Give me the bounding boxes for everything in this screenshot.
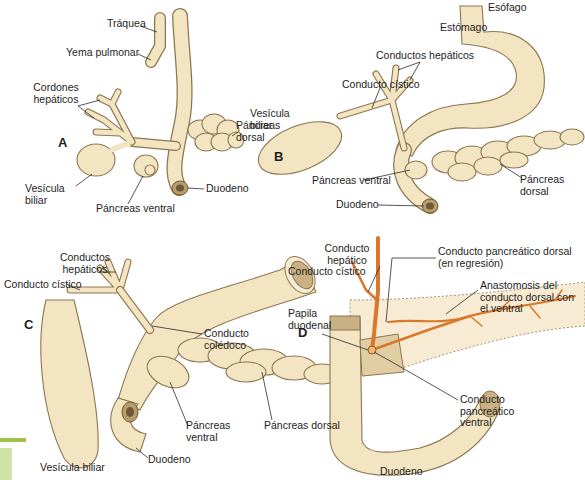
part-label: Conducto cístico <box>4 279 94 291</box>
part-label: Duodeno <box>148 454 198 466</box>
panel-d-art <box>330 238 585 475</box>
part-label: Páncreas ventral <box>312 175 402 187</box>
slide-bar <box>0 448 12 480</box>
part-label: Duodeno <box>206 183 256 195</box>
panel-c-art <box>41 251 340 468</box>
part-label: Cordones hepáticos <box>28 82 84 105</box>
part-label: Conducto pancreático ventral <box>460 394 530 429</box>
part-label: Tráquea <box>107 18 147 30</box>
part-label: Páncreas dorsal <box>264 420 354 432</box>
part-label: Anastomosis del conducto dorsal con el v… <box>480 280 584 315</box>
panel-letter: D <box>298 326 312 340</box>
part-label: Conducto colédoco <box>204 328 259 351</box>
leader-lines <box>66 26 522 458</box>
part-label: Duodeno <box>380 466 430 478</box>
part-label: Conducto cístico <box>288 266 378 278</box>
part-label: Conducto hepático <box>320 243 374 266</box>
part-label: Conducto cístico <box>342 79 437 91</box>
part-label: Vesícula biliar <box>25 183 85 206</box>
part-label: Conductos hepáticos <box>55 252 115 275</box>
part-label: Duodeno <box>336 199 384 211</box>
part-label: Estómago <box>440 22 500 34</box>
part-label: Páncreas ventral <box>186 420 236 443</box>
part-label: Vesícula biliar <box>40 462 130 474</box>
part-label: Conducto pancreático dorsal (en regresió… <box>438 246 583 269</box>
panel-letter: C <box>24 318 38 332</box>
part-label: Páncreas dorsal <box>520 174 572 197</box>
part-label: Vesícula biliar <box>250 108 300 131</box>
panel-a-art <box>77 16 244 195</box>
panel-letter: A <box>58 136 72 150</box>
part-label: Conductos hepáticos <box>376 50 486 62</box>
panel-b-art <box>251 6 584 213</box>
part-label: Páncreas ventral <box>96 203 186 215</box>
slide-bar <box>0 438 26 442</box>
panel-letter: B <box>274 150 288 164</box>
part-label: Papila duodenal <box>288 308 334 331</box>
part-label: Esófago <box>488 2 538 14</box>
part-label: Yema pulmonar <box>66 47 141 59</box>
